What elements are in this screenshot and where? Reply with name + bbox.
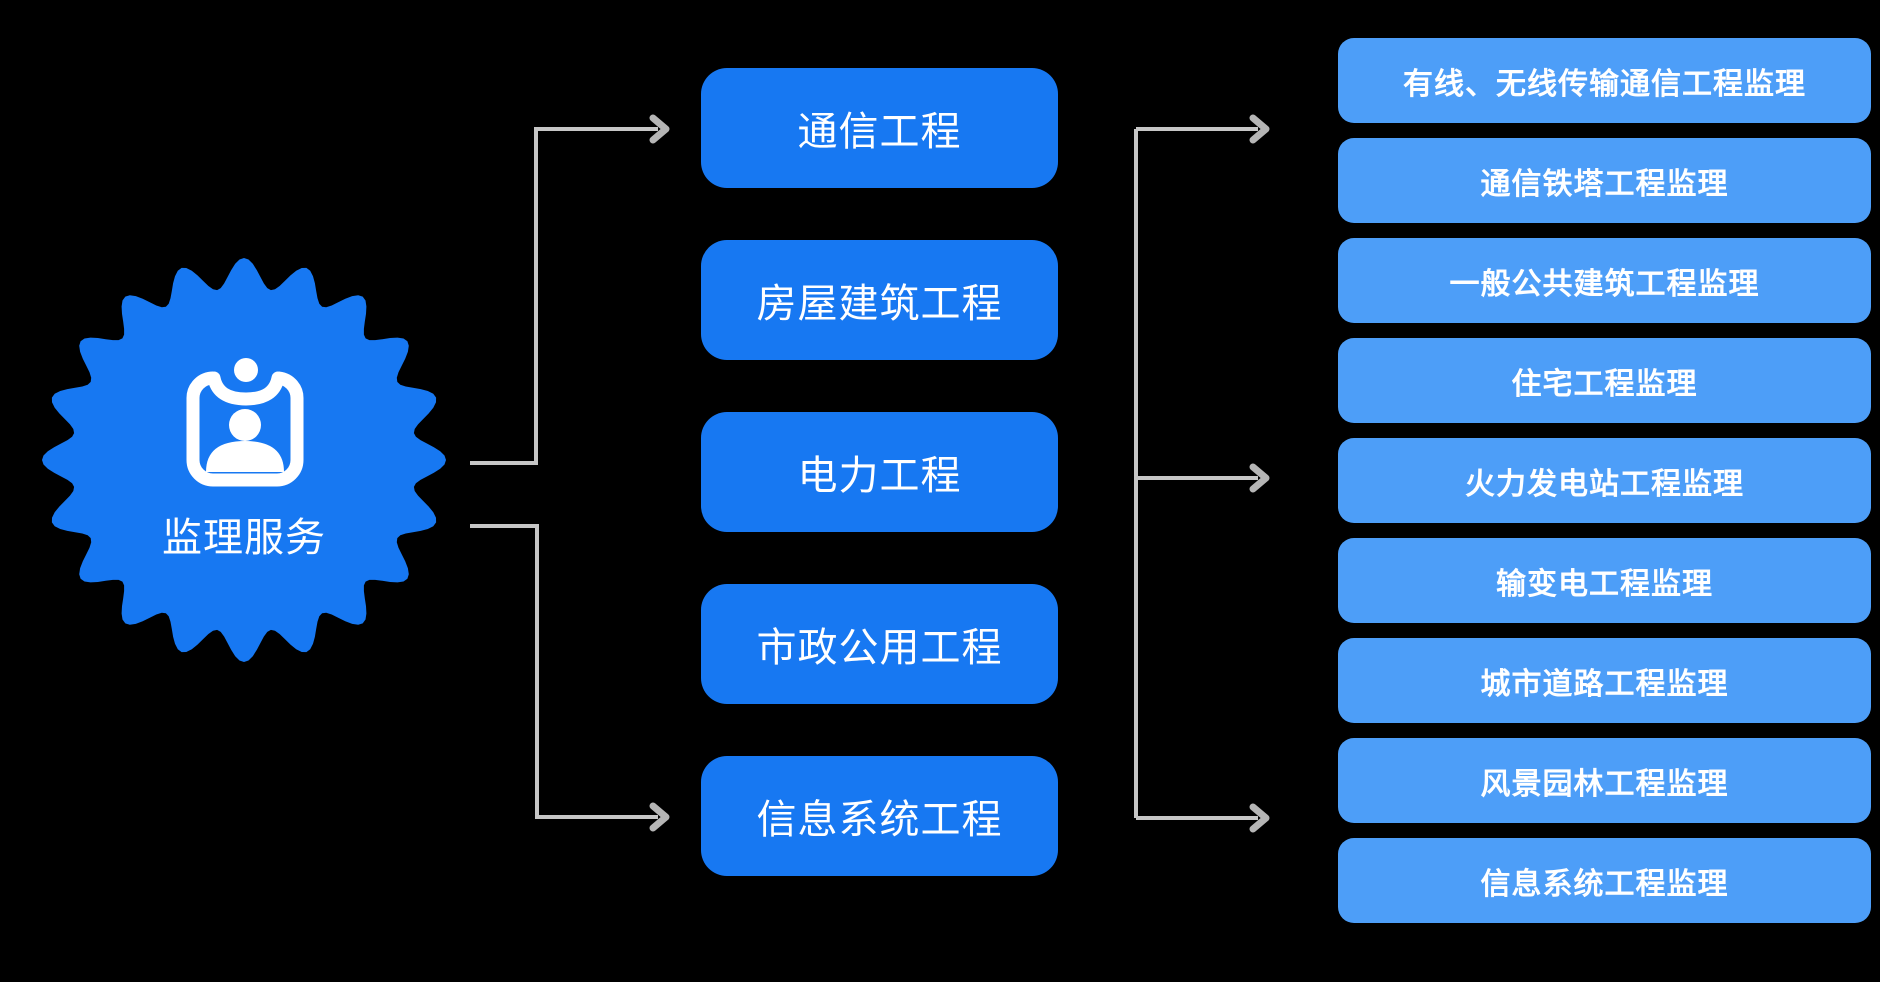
category-node-power: 电力工程 (701, 412, 1058, 532)
detail-node-label: 有线、无线传输通信工程监理 (1403, 67, 1806, 101)
detail-node-9: 信息系统工程监理 (1338, 838, 1871, 923)
category-node-building: 房屋建筑工程 (701, 240, 1058, 360)
id-badge-icon (186, 358, 304, 487)
detail-node-1: 有线、无线传输通信工程监理 (1338, 38, 1871, 123)
arrowhead-right-icon (649, 114, 670, 144)
detail-node-label: 输变电工程监理 (1496, 567, 1713, 601)
detail-node-label: 风景园林工程监理 (1480, 767, 1729, 801)
connector-badge-to-category-5 (470, 524, 670, 832)
category-node-municipal: 市政公用工程 (701, 584, 1058, 704)
category-node-label: 电力工程 (797, 454, 962, 498)
detail-node-label: 住宅工程监理 (1511, 367, 1698, 401)
arrowhead-right-icon (649, 802, 670, 832)
detail-node-8: 风景园林工程监理 (1338, 738, 1871, 823)
connector-category-to-detail (1134, 114, 1270, 833)
category-node-communication: 通信工程 (701, 68, 1058, 188)
badge-label: 监理服务 (162, 516, 326, 560)
arrowhead-right-icon (1249, 803, 1270, 833)
detail-node-label: 通信铁塔工程监理 (1480, 167, 1729, 201)
connector-badge-to-category-1 (470, 114, 670, 465)
detail-node-6: 输变电工程监理 (1338, 538, 1871, 623)
detail-node-3: 一般公共建筑工程监理 (1338, 238, 1871, 323)
detail-node-label: 信息系统工程监理 (1480, 867, 1729, 901)
arrowhead-right-icon (1249, 114, 1270, 144)
detail-node-2: 通信铁塔工程监理 (1338, 138, 1871, 223)
category-node-info-system: 信息系统工程 (701, 756, 1058, 876)
root-badge: 监理服务 (42, 258, 446, 662)
detail-node-7: 城市道路工程监理 (1338, 638, 1871, 723)
detail-node-4: 住宅工程监理 (1338, 338, 1871, 423)
badge-seal-shape (42, 258, 446, 662)
category-node-label: 通信工程 (797, 110, 962, 154)
detail-node-label: 一般公共建筑工程监理 (1449, 267, 1760, 301)
detail-node-label: 城市道路工程监理 (1480, 667, 1729, 701)
detail-node-5: 火力发电站工程监理 (1338, 438, 1871, 523)
arrowhead-right-icon (1249, 463, 1270, 493)
detail-node-label: 火力发电站工程监理 (1465, 467, 1744, 501)
category-node-label: 市政公用工程 (756, 626, 1003, 670)
category-node-label: 房屋建筑工程 (756, 282, 1003, 326)
category-node-label: 信息系统工程 (756, 798, 1003, 842)
